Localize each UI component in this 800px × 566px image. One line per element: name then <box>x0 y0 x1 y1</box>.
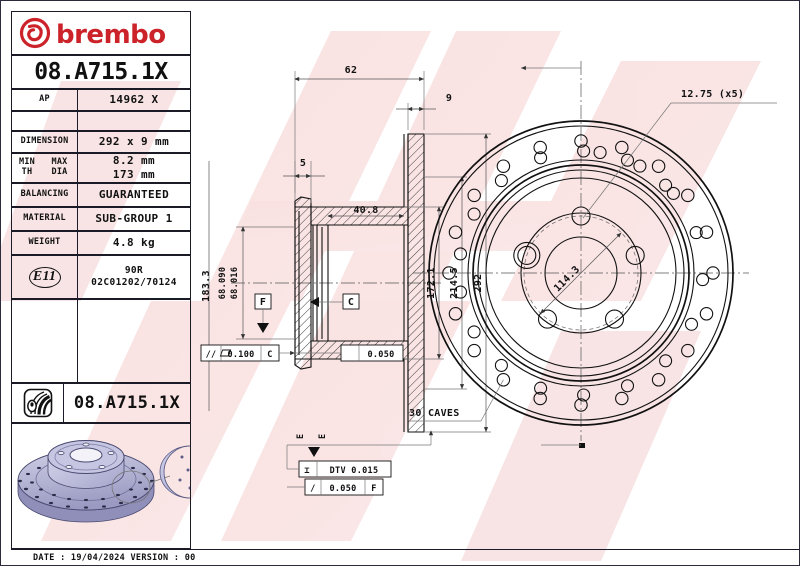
row-empty-1 <box>11 111 191 131</box>
fcf-dtv-value: 0.015 <box>351 466 378 476</box>
empty-label-2 <box>12 300 78 382</box>
min-max-value: 8.2 mm 173 mm <box>78 154 190 182</box>
brake-disc-3d-render <box>17 440 190 523</box>
homolog-line-1: 90R <box>124 264 144 276</box>
fcf-parallelism: // 0.100 C <box>200 344 295 362</box>
product-render-cell <box>11 423 191 549</box>
title-block: brembo 08.A715.1X AP 14962 X DIMENSION 2… <box>11 11 191 549</box>
fcf-flatness-value: 0.050 <box>367 350 394 360</box>
row-ap: AP 14962 X <box>11 89 191 111</box>
homologation-value: 90R 02C01202/70124 <box>78 256 190 298</box>
dim-bore-max: 68.090 <box>218 267 228 300</box>
dim-dia-hat-outer: 183.3 <box>201 270 212 302</box>
part-number-cell: 08.A715.1X <box>11 55 191 89</box>
empty-label <box>12 112 78 130</box>
balancing-label: BALANCING <box>12 184 78 206</box>
dim-bore-depth: 40.8 <box>353 205 378 216</box>
brembo-circle-b-icon <box>19 17 51 49</box>
fcf-parallel-symbol: // <box>206 350 217 360</box>
balancing-value: GUARANTEED <box>98 188 170 202</box>
datum-small-1: E <box>296 434 306 439</box>
fcf-runout-value: 0.050 <box>329 484 356 494</box>
part-number-repeat: 08.A715.1X <box>73 392 181 413</box>
brand-logo-cell: brembo <box>11 11 191 55</box>
datum-c-label: C <box>348 297 354 308</box>
brand-wordmark: brembo <box>56 20 166 50</box>
dim-bore-min: 68.016 <box>230 267 240 300</box>
row-empty-2 <box>11 299 191 383</box>
e11-badge: E11 <box>28 266 61 288</box>
material-label: MATERIAL <box>12 208 78 230</box>
footer-date-version: DATE : 19/04/2024 VERSION : 00 <box>33 553 196 563</box>
fcf-runout-symbol: / <box>310 484 315 494</box>
max-dia-value: 173 mm <box>112 168 156 181</box>
empty-value-2 <box>78 300 190 382</box>
ap-label: AP <box>12 90 78 110</box>
ap-value: 14962 X <box>109 93 159 107</box>
fcf-dtv-label: DTV <box>330 466 346 476</box>
callout-drill-note-text: 30 CAVES <box>409 408 460 419</box>
row-weight: WEIGHT 4.8 kg <box>11 231 191 255</box>
callout-bolt-hole: 12.75 (x5) <box>582 89 777 219</box>
min-th-label: MIN TH <box>19 157 35 177</box>
datum-f-label: F <box>260 297 266 308</box>
brembo-logo: brembo <box>19 17 166 50</box>
row-thickness: MIN TH MAX DIA 8.2 mm 173 mm <box>11 153 191 183</box>
row-homologation: E11 90R 02C01202/70124 <box>11 255 191 299</box>
empty-value <box>78 112 190 130</box>
row-balancing: BALANCING GUARANTEED <box>11 183 191 207</box>
max-dia-label: MAX DIA <box>51 157 68 177</box>
dim-hat-offset: 5 <box>300 158 306 169</box>
fcf-parallel-value: 0.100 <box>227 350 254 360</box>
dim-overall-width: 62 <box>345 65 358 76</box>
footer-bar: DATE : 19/04/2024 VERSION : 00 <box>11 549 799 565</box>
material-value: SUB-GROUP 1 <box>95 212 173 226</box>
section-view: 62 9 5 40.8 183.3 <box>200 65 491 496</box>
brake-disc-caliper-icon <box>23 388 52 418</box>
weight-label: WEIGHT <box>12 232 78 254</box>
row-material: MATERIAL SUB-GROUP 1 <box>11 207 191 231</box>
min-th-value: 8.2 mm <box>112 154 156 168</box>
dimension-value: 292 x 9 mm <box>98 135 170 149</box>
row-dimension: DIMENSION 292 x 9 mm <box>11 131 191 153</box>
fcf-dtv-symbol: ⌶ <box>304 466 309 476</box>
fcf-dtv: ⌶ DTV 0.015 <box>286 444 431 478</box>
fcf-parallel-datum: C <box>267 350 272 360</box>
dimension-label: DIMENSION <box>12 132 78 152</box>
homolog-line-2: 02C01202/70124 <box>91 277 177 288</box>
fcf-runout: / 0.050 F <box>287 478 384 496</box>
callout-bolt-circle-text: 114.3 <box>552 264 582 294</box>
callout-bolt-hole-text: 12.75 (x5) <box>681 89 744 100</box>
dim-disc-thickness: 9 <box>446 93 452 104</box>
fcf-dtv-text: DTV 0.015 <box>330 466 379 476</box>
row-product-icon: 08.A715.1X <box>11 383 191 423</box>
fcf-runout-datum: F <box>371 484 376 494</box>
min-max-label: MIN TH MAX DIA <box>12 154 78 182</box>
face-view: 12.75 (x5) 114.3 30 CAVES <box>409 61 777 448</box>
homologation-mark-cell: E11 <box>12 256 78 298</box>
datum-small-2: E <box>318 434 328 439</box>
technical-drawing-area: 62 9 5 40.8 183.3 <box>191 11 791 549</box>
part-number: 08.A715.1X <box>34 59 168 85</box>
weight-value: 4.8 kg <box>112 236 156 250</box>
product-icon-cell <box>12 384 64 422</box>
